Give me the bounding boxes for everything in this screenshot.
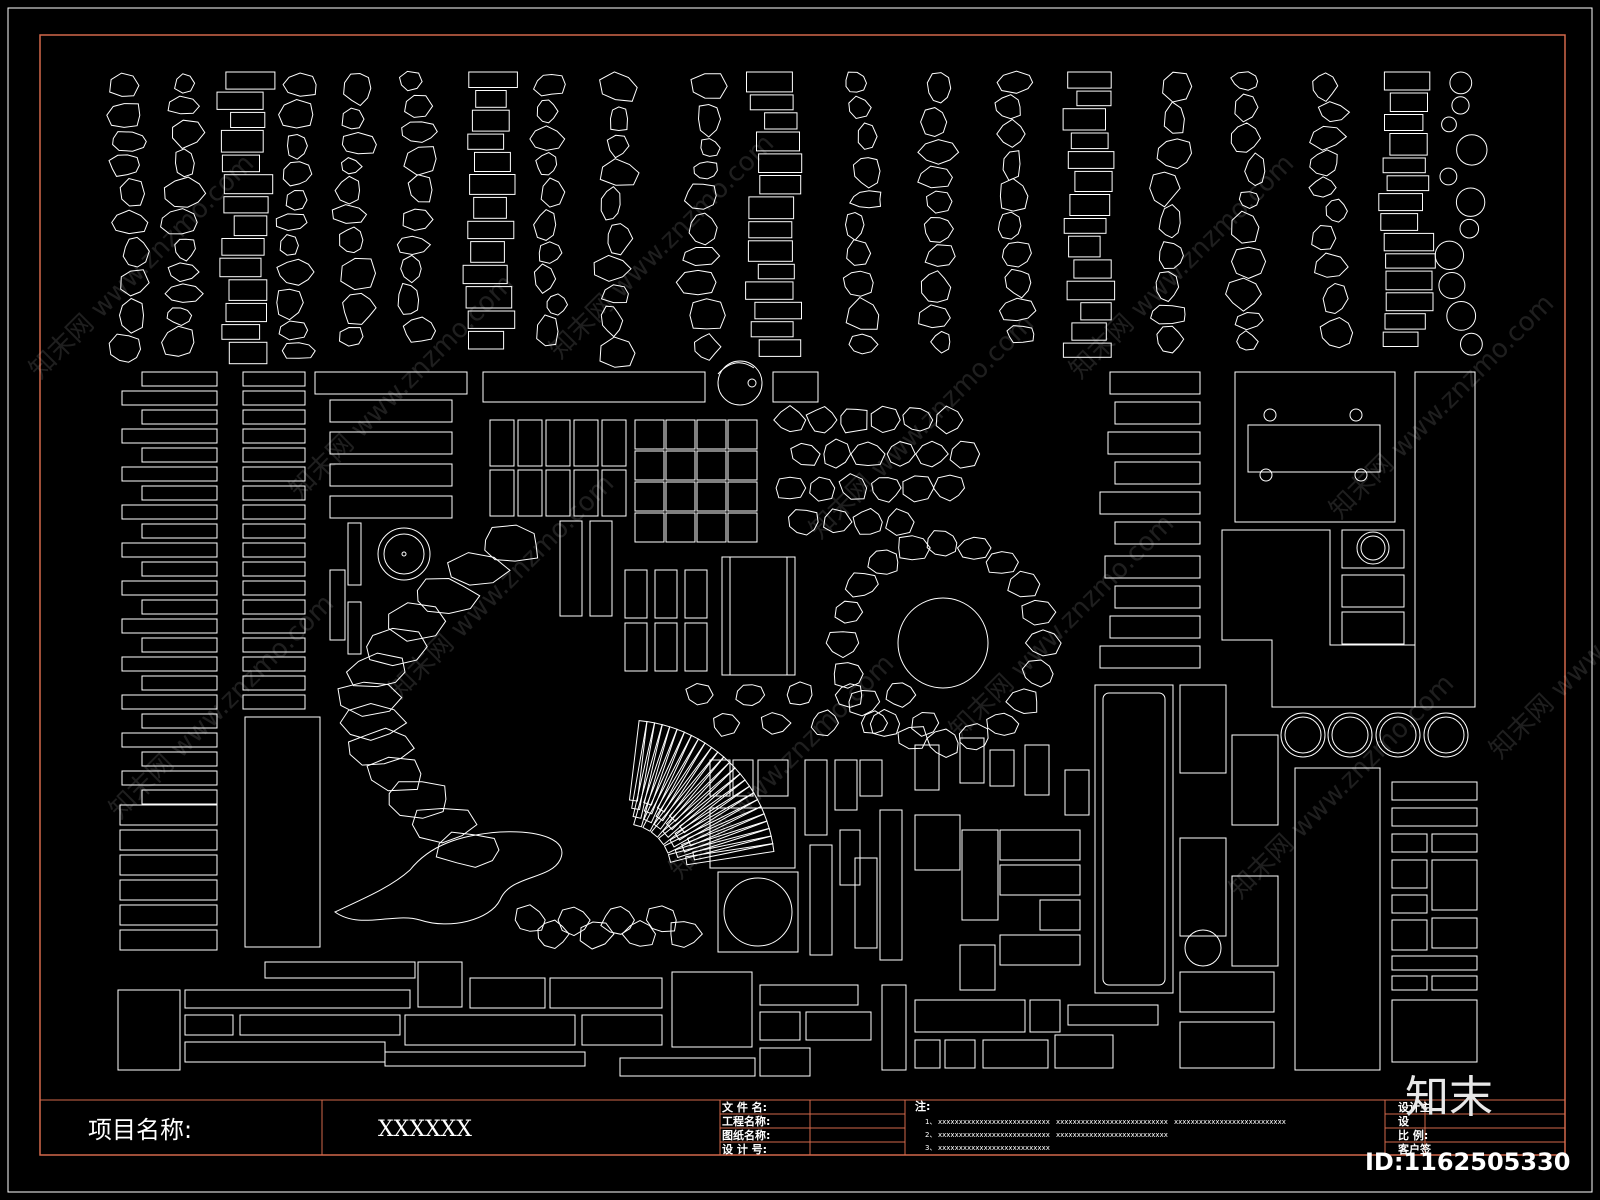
note-text: xxxxxxxxxxxxxxxxxxxxxxxxxxx (938, 1118, 1050, 1126)
diagonal-watermark: 知末网 www.znzmo.com (1224, 669, 1460, 905)
note-number: 3、 (925, 1144, 936, 1152)
drawing-frame (39, 34, 1566, 1156)
note-text: xxxxxxxxxxxxxxxxxxxxxxxxxxx (1056, 1118, 1168, 1126)
title-block (40, 1099, 1565, 1155)
stepping-stone-arc (337, 524, 703, 950)
outer-sheet-border (7, 7, 1593, 1193)
right-field-client-sign: 客户签 (1397, 1142, 1432, 1156)
pond-outline (334, 831, 563, 925)
diagonal-watermark: 知末网 www.znzmo.com (284, 269, 520, 505)
misc-blocks (117, 360, 1478, 1077)
right-field-designer: 设 (1398, 1114, 1410, 1128)
field-design-number: 设 计 号: (722, 1142, 767, 1156)
diagonal-watermark: 知末网 www.znzmo.com (804, 309, 1040, 545)
diagonal-watermark: 知末网 www.znzmo.com (1324, 289, 1560, 525)
diagonal-watermark: 知末网 www.znzmo.com (1064, 149, 1300, 385)
field-project-title: 工程名称: (722, 1114, 770, 1128)
diagonal-watermark: 知末网 www.znzmo.com (1484, 529, 1600, 765)
flagstone-ring (685, 404, 1062, 759)
image-id-stamp: ID:1162505330 (1365, 1148, 1570, 1176)
spiral-fountain-icon (717, 360, 763, 406)
plank-stack-left (119, 371, 306, 951)
paving-pattern-strip (106, 70, 1488, 368)
circular-plaza-icon (897, 597, 989, 689)
brand-watermark: 知末 (1405, 1072, 1493, 1123)
timber-board-fan (628, 720, 775, 866)
note-text: xxxxxxxxxxxxxxxxxxxxxxxxxxx (938, 1131, 1050, 1139)
note-number: 1、 (925, 1118, 936, 1126)
diagonal-watermark: 知末网 www.znzmo.com (384, 469, 620, 705)
note-text: xxxxxxxxxxxxxxxxxxxxxxxxxxx (1174, 1118, 1286, 1126)
note-text: xxxxxxxxxxxxxxxxxxxxxxxxxxx (938, 1144, 1050, 1152)
note-number: 2、 (925, 1131, 936, 1139)
diagonal-watermark: 知末网 www.znzmo.com (544, 129, 780, 365)
field-file-name: 文 件 名: (722, 1100, 767, 1114)
notes-label: 注: (915, 1099, 930, 1113)
project-name-label: 项目名称: (88, 1116, 192, 1144)
right-field-design-lead: 设计主 (1398, 1100, 1431, 1114)
note-text: xxxxxxxxxxxxxxxxxxxxxxxxxxx (1056, 1131, 1168, 1139)
round-planter-icon (377, 527, 431, 581)
diagonal-watermark: 知末网 www.znzmo.com (944, 509, 1180, 745)
right-field-scale: 比 例: (1398, 1128, 1428, 1142)
project-name-value: XXXXXX (378, 1117, 472, 1142)
square-tile-grid (634, 419, 758, 543)
field-drawing-name: 图纸名称: (722, 1128, 770, 1142)
